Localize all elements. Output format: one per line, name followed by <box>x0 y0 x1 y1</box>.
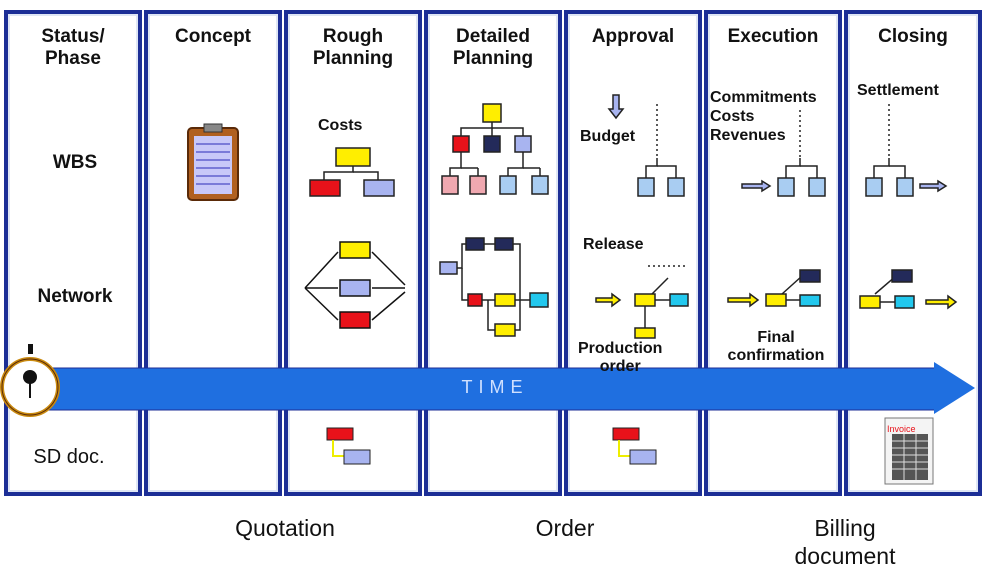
closing-network <box>859 269 958 310</box>
yellow-arrow-icon <box>595 292 622 308</box>
approval-network <box>595 265 689 339</box>
detailed-network <box>439 237 549 337</box>
execution-wbs <box>741 110 826 197</box>
clipboard-icon <box>187 123 239 201</box>
footer-order: Order <box>535 515 595 541</box>
blue-arrow-icon <box>919 179 948 193</box>
yellow-arrow-icon <box>727 292 760 308</box>
rough-wbs-tree <box>309 147 395 197</box>
blue-arrow-icon <box>741 179 772 193</box>
row-label-sd-doc: SD doc. <box>33 446 105 468</box>
label-settlement: Settlement <box>857 82 939 99</box>
sd-document-icon <box>326 427 371 465</box>
column-concept <box>144 10 282 496</box>
approval-wbs <box>607 94 685 197</box>
header-concept: Concept <box>175 26 251 47</box>
footer-quotation: Quotation <box>235 515 335 541</box>
footer-billing-document: Billing document <box>794 515 896 569</box>
label-commitments-costs-revenues: Commitments Costs Revenues <box>710 89 817 144</box>
sd-document-icon <box>612 427 657 465</box>
header-approval: Approval <box>591 26 675 47</box>
header-detailed-planning: Detailed Planning <box>452 26 534 69</box>
header-execution: Execution <box>727 26 819 47</box>
stopwatch-icon <box>0 344 60 417</box>
yellow-arrow-icon <box>925 294 958 310</box>
label-final-confirmation: Final confirmation <box>727 329 825 364</box>
row-label-network: Network <box>37 286 113 307</box>
label-costs: Costs <box>318 117 363 134</box>
label-invoice: Invoice <box>887 424 916 434</box>
header-closing: Closing <box>878 26 948 47</box>
header-rough-planning: Rough Planning <box>312 26 394 69</box>
label-budget: Budget <box>580 128 636 145</box>
time-label: TIME <box>461 377 529 397</box>
detailed-wbs-tree <box>441 103 549 195</box>
column-detailed-planning <box>424 10 562 496</box>
label-production-order: Production order <box>578 340 663 375</box>
down-arrow-icon <box>607 94 625 120</box>
invoice-icon <box>884 417 934 485</box>
rough-network <box>304 241 406 329</box>
column-approval <box>564 10 702 496</box>
label-release: Release <box>583 236 644 253</box>
header-status-phase: Status/ Phase <box>41 26 105 69</box>
column-closing <box>844 10 982 496</box>
closing-wbs <box>865 104 948 197</box>
time-arrow <box>19 362 975 414</box>
column-execution <box>704 10 842 496</box>
execution-network <box>727 269 821 308</box>
row-label-wbs: WBS <box>52 152 98 173</box>
